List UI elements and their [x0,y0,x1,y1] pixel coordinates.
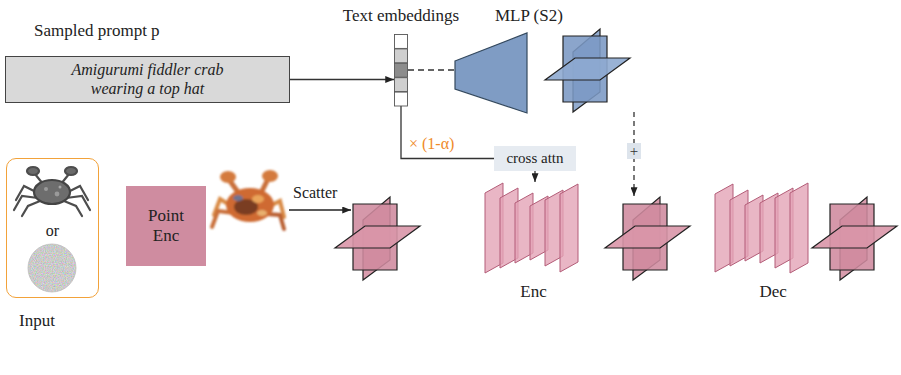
drawing-part [226,188,274,222]
embedding-vector: Text embeddings [394,34,408,106]
vector-cell [395,63,408,77]
drawing-part [262,170,278,182]
scatter-label: Scatter [293,184,337,202]
prompt-box: Sampled prompt pAmigurumi fiddler crab w… [5,56,290,103]
mlp-shape [455,33,527,113]
output-triplane [812,197,897,280]
node-body: Point Enc [140,206,192,247]
vector-cell [395,49,408,63]
prompt-heading: Sampled prompt p [34,21,160,41]
scatter-triplane [335,197,420,280]
drawing-part [65,167,77,175]
mlp-heading: MLP (S2) [495,6,563,26]
drawing-part [220,171,236,183]
or-text: or [46,222,59,240]
cross-attn-text: cross attn [506,150,563,167]
node-body: Amigurumi fiddler crab wearing a top hat [48,61,248,98]
enc-label: Enc [520,282,546,302]
edge-label: × (1-α) [409,135,454,153]
connector [401,106,494,159]
point-enc-box: Point Enc [126,186,206,266]
drawing-part [22,201,40,216]
vector-cell [395,35,408,49]
drawing-part [44,187,48,191]
stack-outline [715,182,812,274]
point-enc-text: Point Enc [140,206,192,247]
vector-outline [394,34,408,106]
feature-plane [790,183,808,273]
vector-heading: Text embeddings [343,6,459,26]
prompt-text: Amigurumi fiddler crab wearing a top hat [48,61,248,98]
drawing-part [59,186,62,189]
drawing-part [55,192,60,197]
scatter-arrow [289,209,351,210]
input-label: Input [19,311,55,331]
vector-cell [395,92,408,106]
drawing-part [64,201,82,216]
trapezoid-outline [455,33,527,113]
node-body: cross attn [506,150,563,167]
connector [290,79,394,80]
feature-plane [560,184,578,272]
drawing-part [252,195,264,203]
connector [408,69,455,70]
decoder-stack: Dec [715,182,812,274]
vector-cell [395,78,408,92]
encoder-stack: Enc [485,182,582,274]
connector [534,171,535,182]
noise-sphere [28,244,76,292]
crab-mesh [14,167,90,216]
mlp-triplane [545,29,630,112]
input-box: orInput [6,158,99,298]
dec-label: Dec [760,282,787,302]
drawing-part [34,180,70,204]
drawing-part [266,214,284,229]
drawing-part [27,167,39,175]
add-symbol: + [627,143,641,159]
drawing-part [257,210,267,216]
mid-triplane [605,197,690,280]
noise-sphere-rim [28,244,76,292]
cross-attn-box: cross attn [494,146,576,171]
mlp-trapezoid: MLP (S2) [455,33,527,113]
point-cloud [212,170,284,229]
stack-outline [485,182,582,274]
drawing-part [233,195,243,201]
